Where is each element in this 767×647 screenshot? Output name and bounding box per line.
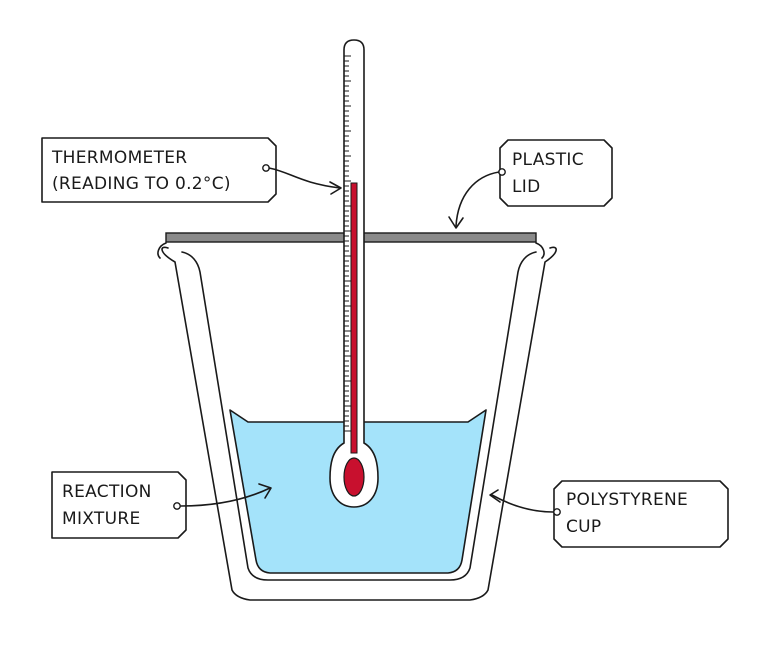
- mixture-label: REACTION MIXTURE: [51, 471, 187, 539]
- polystyrene-cup: [161, 246, 557, 601]
- thermometer-arrow: [268, 167, 341, 189]
- lid-label-line1: PLASTIC: [512, 150, 584, 170]
- mixture-label-line2: MIXTURE: [62, 509, 141, 529]
- cup-label-line1: POLYSTYRENE: [566, 490, 688, 510]
- thermometer-label-line2: (READING TO 0.2°C): [52, 174, 231, 194]
- cup-label: POLYSTYRENE CUP: [553, 480, 729, 548]
- thermometer-label-line1: THERMOMETER: [51, 148, 187, 168]
- lid-arrow: [455, 171, 500, 227]
- mixture-arrow: [180, 487, 271, 507]
- mercury-bulb: [343, 457, 365, 497]
- cup-inner-wall: [181, 251, 537, 581]
- thermometer-scale: [344, 55, 351, 432]
- cup-label-line2: CUP: [566, 517, 601, 537]
- cup-arrow: [491, 494, 554, 513]
- mixture-label-line1: REACTION: [62, 482, 152, 502]
- thermometer-label: THERMOMETER (READING TO 0.2°C): [41, 137, 277, 203]
- mercury-column: [350, 182, 358, 454]
- lid-rim-right: [535, 242, 545, 259]
- lid-label-line2: LID: [512, 177, 540, 197]
- lid-label: PLASTIC LID: [498, 139, 613, 207]
- thermometer: [329, 39, 379, 508]
- lid-rim-left: [157, 242, 167, 259]
